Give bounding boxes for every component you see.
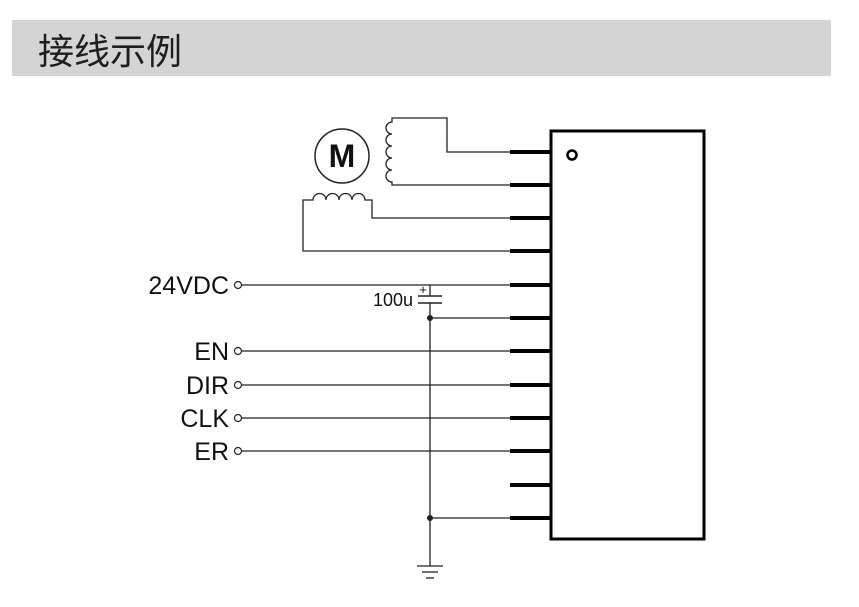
- terminal-clk: [233, 413, 243, 423]
- motor-coil-a: [385, 117, 510, 186]
- pin1-marker: [566, 149, 578, 161]
- input-label-clk: CLK: [180, 405, 229, 433]
- ic-body: [549, 129, 706, 541]
- terminal-24vdc: [233, 280, 243, 290]
- motor: M: [314, 128, 370, 184]
- input-dir: DIR: [186, 372, 510, 400]
- input-label-24vdc: 24VDC: [148, 272, 229, 300]
- input-label-dir: DIR: [186, 372, 229, 400]
- junction-dot: [427, 515, 433, 521]
- capacitor-value: 100u: [373, 290, 413, 310]
- input-label-en: EN: [194, 338, 229, 366]
- input-er: ER: [194, 438, 510, 466]
- capacitor: + 100u: [373, 282, 442, 310]
- motor-label: M: [329, 138, 356, 174]
- motor-symbol: [314, 128, 370, 184]
- terminal-en: [233, 346, 243, 356]
- input-label-er: ER: [194, 438, 229, 466]
- motor-coil-b: [302, 192, 510, 252]
- terminal-dir: [233, 380, 243, 390]
- ground-symbol: [417, 565, 443, 579]
- input-en: EN: [194, 338, 510, 366]
- junction-dot: [427, 315, 433, 321]
- page-title: 接线示例: [38, 32, 182, 73]
- input-24vdc: 24VDC: [148, 272, 510, 300]
- header-bar: [12, 20, 831, 76]
- terminal-er: [233, 446, 243, 456]
- capacitor-polarity: +: [419, 282, 427, 297]
- ic-pins: [510, 150, 551, 520]
- input-clk: CLK: [180, 405, 510, 433]
